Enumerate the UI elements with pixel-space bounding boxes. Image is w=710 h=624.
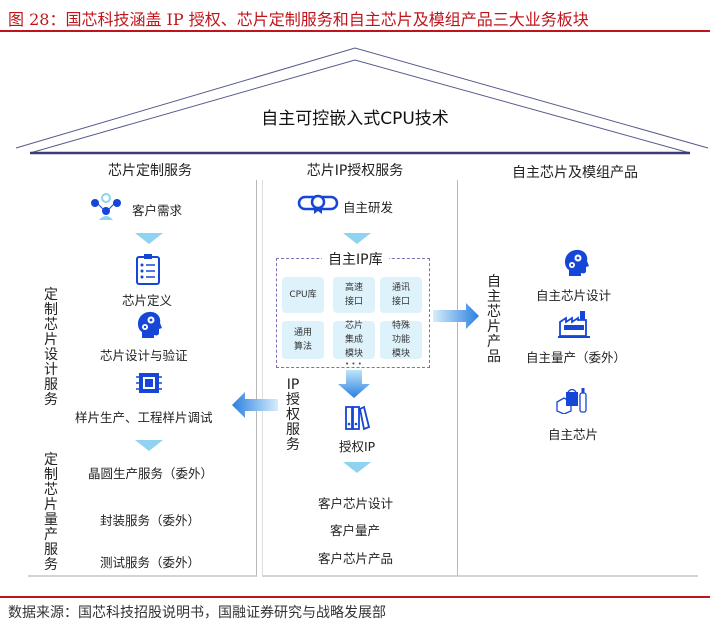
figure-caption: 图 28：国芯科技涵盖 IP 授权、芯片定制服务和自主芯片及模组产品三大业务板块 [8, 10, 589, 29]
side-label-ip-license: IP授权服务 [286, 377, 300, 453]
side-label-custom-design: 定制芯片设计服务 [44, 287, 58, 408]
brain-gears-icon [565, 249, 589, 276]
ip-library-more: • • • [345, 360, 362, 368]
binders-icon [345, 405, 370, 431]
ip-outcome-customer-mass: 客户量产 [330, 523, 381, 538]
roof-title: 自主可控嵌入式CPU技术 [261, 109, 449, 129]
column-title-custom: 芯片定制服务 [108, 163, 192, 179]
column-title-ip: 芯片IP授权服务 [306, 163, 404, 179]
side-label-own-chip: 自主芯片产品 [487, 274, 501, 365]
left-flow-arrow [232, 392, 278, 418]
ip-library-cell: 通用 算法 [282, 321, 324, 359]
side-label-custom-mass: 定制芯片量产服务 [44, 452, 58, 573]
step-wafer-production: 晶圆生产服务（委外） [88, 466, 214, 481]
down-flow-arrow [338, 370, 370, 398]
step-chip-definition: 芯片定义 [122, 293, 173, 308]
customer-network-icon [91, 193, 121, 220]
ip-outcome-customer-design: 客户芯片设计 [318, 496, 394, 511]
ip-outcome-customer-product: 客户芯片产品 [318, 551, 394, 566]
column-title-product: 自主芯片及模组产品 [512, 165, 638, 181]
down-arrow-icon [135, 233, 163, 244]
certificate-icon [297, 194, 339, 214]
down-arrow-icon [343, 462, 371, 473]
down-arrow-icon [135, 440, 163, 451]
step-chip-design-verification: 芯片设计与验证 [100, 348, 188, 363]
brain-gears-icon [138, 311, 162, 338]
licensed-ip: 授权IP [339, 439, 376, 454]
factory-icon [558, 311, 590, 338]
chip-icon [136, 373, 162, 393]
ip-library-title: 自主IP库 [322, 249, 389, 269]
clipboard-icon [136, 254, 160, 285]
product-own-chip-design: 自主芯片设计 [536, 288, 612, 303]
step-sample-production: 样片生产、工程样片调试 [75, 410, 213, 425]
down-arrow-icon [343, 233, 371, 244]
ip-library-cell: 通讯 接口 [380, 277, 422, 313]
ip-self-research: 自主研发 [343, 200, 394, 215]
product-own-mass-production: 自主量产（委外） [526, 350, 627, 365]
source-rule [0, 596, 710, 598]
source-note: 数据来源：国芯科技招股说明书，国融证券研究与战略发展部 [8, 605, 386, 621]
ip-library-cell: 特殊 功能 模块 [380, 321, 422, 359]
products-icon [556, 388, 587, 414]
ip-library-cell: 高速 接口 [333, 277, 375, 313]
roof-outline [15, 47, 709, 155]
ip-library-cell: CPU库 [282, 277, 324, 313]
caption-rule [0, 30, 710, 32]
ip-library-cell: 芯片 集成 模块 [333, 321, 375, 359]
step-customer-requirement: 客户需求 [132, 203, 183, 218]
step-testing: 测试服务（委外） [100, 555, 201, 570]
right-flow-arrow [433, 303, 479, 329]
product-own-chip: 自主芯片 [548, 427, 599, 442]
step-packaging: 封装服务（委外） [100, 513, 201, 528]
panel-product [457, 180, 698, 577]
